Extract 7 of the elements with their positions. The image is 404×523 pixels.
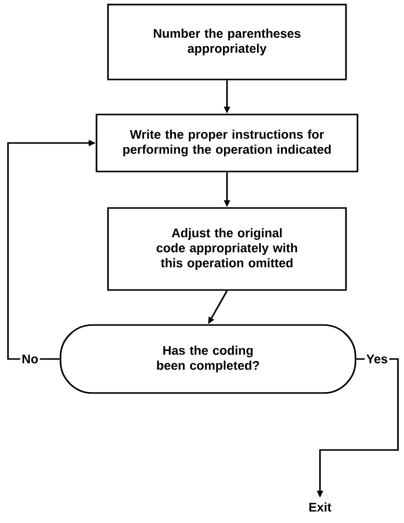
edge-label: No xyxy=(20,353,40,365)
process-box: Write the proper instructions for performing the operation indicated xyxy=(96,114,358,172)
exit-label: Exit xyxy=(309,502,332,512)
decision-terminal: Has the coding been completed? xyxy=(60,324,356,394)
process-box: Number the parentheses appropriately xyxy=(107,4,347,80)
process-box: Adjust the original code appropriately with this operation omitted xyxy=(107,207,347,291)
edge-label: Yes xyxy=(364,353,390,365)
